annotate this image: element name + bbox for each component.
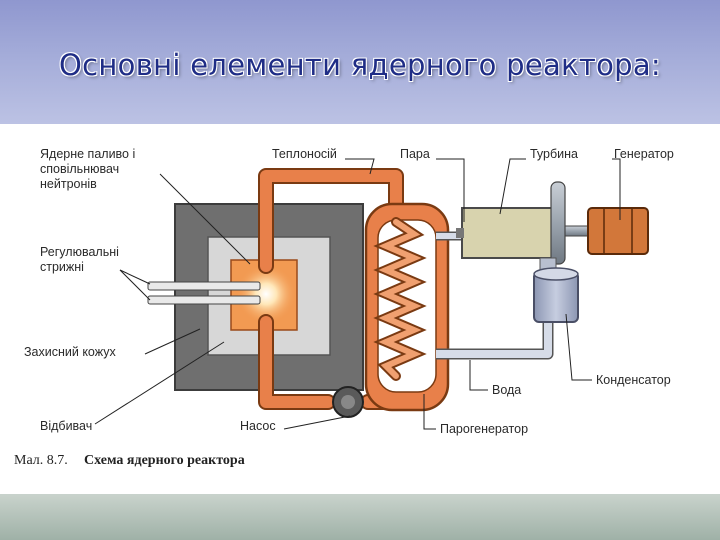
figure-caption-title: Схема ядерного реактора: [84, 453, 245, 468]
figure-caption-number: Мал. 8.7.: [14, 453, 68, 468]
leader-lines: [94, 158, 621, 430]
label-pump: Насос: [240, 419, 276, 433]
control-rod-lower: [147, 295, 261, 305]
core-glow: [236, 264, 296, 324]
slide-footer-band: [0, 494, 720, 540]
label-coolant: Теплоносій: [272, 147, 337, 161]
label-condenser: Конденсатор: [596, 373, 671, 387]
label-generator: Генератор: [614, 147, 674, 161]
control-rod-upper: [147, 281, 261, 291]
turbine-shaft-left: [456, 228, 464, 238]
label-fuel-3: нейтронів: [40, 177, 97, 191]
label-steam: Пара: [400, 147, 430, 161]
turbine-bearing: [550, 181, 566, 265]
label-shield: Захисний кожух: [24, 345, 116, 359]
reactor-diagram: Ядерне паливо і сповільнювач нейтронів Р…: [14, 147, 674, 468]
label-water: Вода: [492, 383, 521, 397]
label-fuel-2: сповільнювач: [40, 162, 119, 176]
label-reflector: Відбивач: [40, 419, 92, 433]
label-rods-1: Регулювальні: [40, 245, 119, 259]
turbine: [461, 207, 555, 259]
label-steam-generator: Парогенератор: [440, 422, 528, 436]
heat-exchange-coil: [373, 217, 427, 381]
label-fuel-1: Ядерне паливо і: [40, 147, 135, 161]
slide-header: [0, 0, 720, 124]
slide-title: Основні елементи ядерного реактора:: [59, 48, 661, 82]
generator: [587, 207, 649, 255]
label-turbine: Турбина: [530, 147, 578, 161]
label-rods-2: стрижні: [40, 260, 84, 274]
